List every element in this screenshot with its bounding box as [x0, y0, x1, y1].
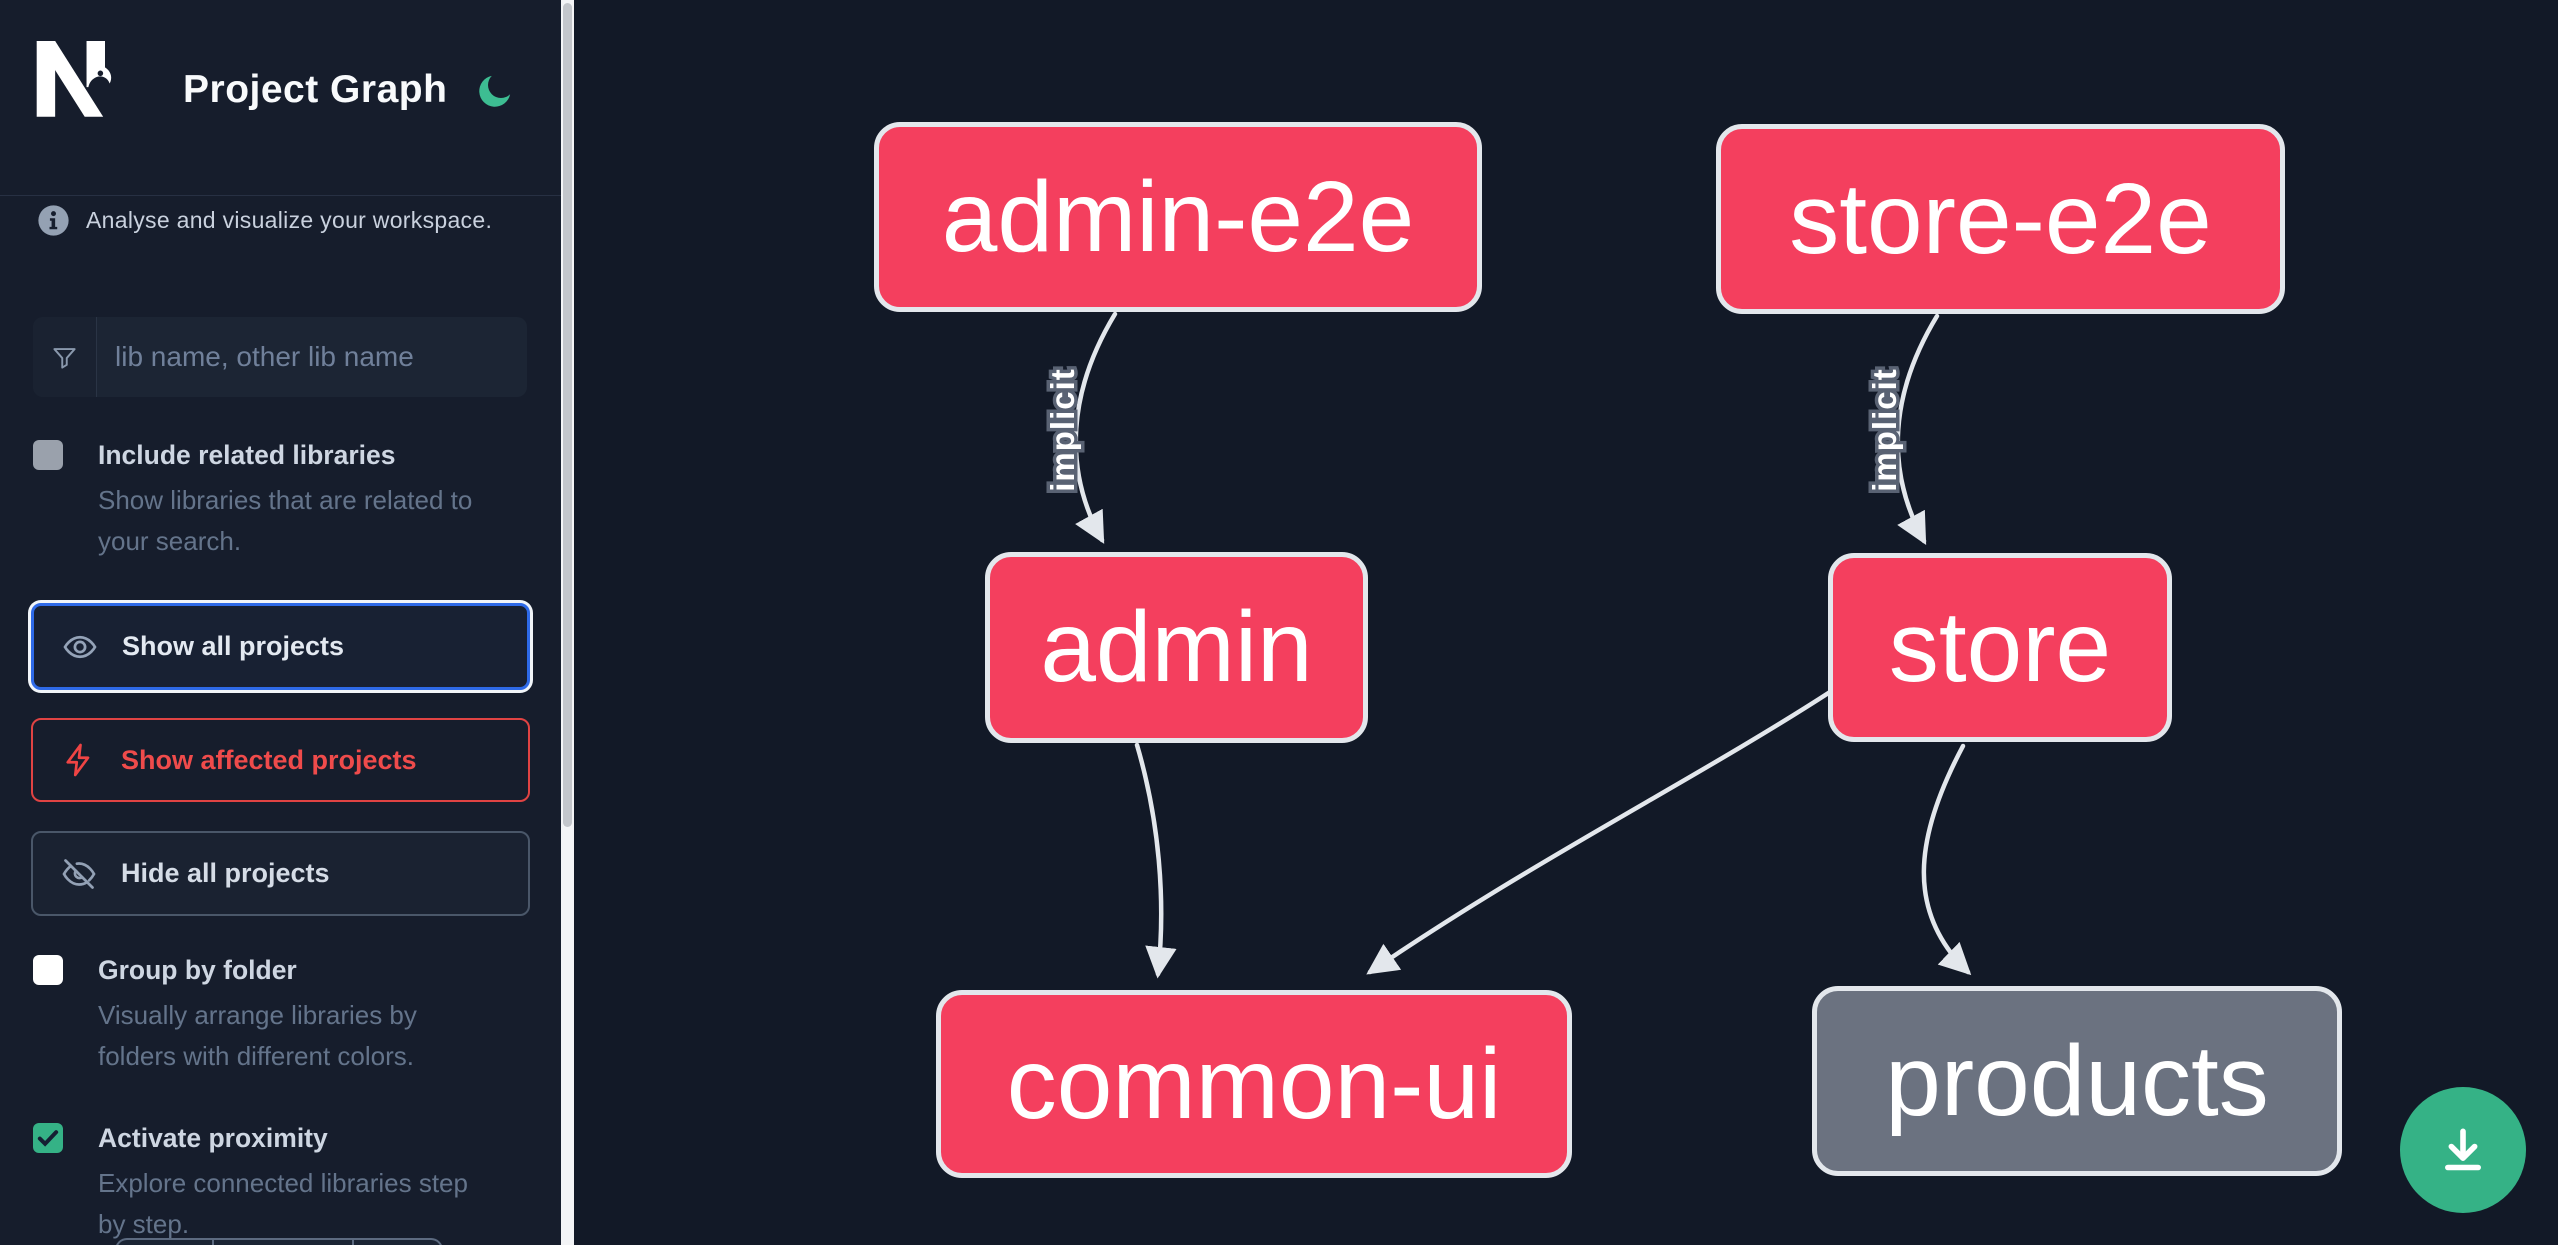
library-search [33, 317, 527, 397]
option-description: Visually arrange libraries by folders wi… [98, 1000, 417, 1071]
option-description: Show libraries that are related to your … [98, 485, 473, 556]
sidebar-header: Project Graph [0, 0, 561, 196]
project-graph-canvas[interactable]: implicit implicit admin-e2e store-e2e ad… [574, 0, 2558, 1245]
option-label[interactable]: Activate proximity [98, 1123, 328, 1153]
node-label: common-ui [1006, 1027, 1502, 1140]
filter-funnel-icon [33, 317, 97, 397]
node-label: admin [1040, 591, 1313, 703]
node-store[interactable]: store [1828, 553, 2172, 742]
graph-edges: implicit implicit [1041, 311, 1972, 979]
sidebar-scrollbar-thumb[interactable] [563, 3, 572, 827]
check-icon [37, 1130, 59, 1147]
node-label: store-e2e [1789, 162, 2212, 275]
nx-logo-icon [36, 41, 112, 117]
option-group-by-folder: Group by folder Visually arrange librari… [33, 953, 493, 1077]
include-related-checkbox[interactable] [33, 440, 63, 470]
button-label: Show affected projects [121, 744, 417, 775]
hide-all-projects-button[interactable]: Hide all projects [31, 831, 530, 916]
group-by-folder-checkbox[interactable] [33, 955, 63, 985]
node-store-e2e[interactable]: store-e2e [1716, 124, 2285, 314]
info-icon [38, 205, 69, 236]
page-title: Project Graph [183, 68, 448, 111]
sidebar: Project Graph Analyse and visualize your… [0, 0, 561, 1245]
stepper-divider [352, 1240, 354, 1245]
node-products[interactable]: products [1812, 986, 2342, 1176]
option-label[interactable]: Include related libraries [98, 440, 396, 470]
node-label: store [1888, 591, 2112, 703]
option-description: Explore connected libraries step by step… [98, 1168, 468, 1239]
search-input[interactable] [97, 319, 527, 395]
button-label: Hide all projects [121, 858, 330, 888]
eye-icon [63, 635, 97, 658]
edge-admin-to-common-ui [1134, 742, 1177, 979]
edge-store-e2e-to-store [1895, 313, 1940, 545]
workspace-info-text: Analyse and visualize your workspace. [86, 207, 493, 233]
node-admin-e2e[interactable]: admin-e2e [874, 122, 1482, 312]
node-label: admin-e2e [941, 160, 1415, 273]
button-label: Show all projects [122, 631, 345, 661]
activate-proximity-checkbox[interactable] [33, 1123, 63, 1153]
option-label[interactable]: Group by folder [98, 955, 297, 985]
edge-admin-e2e-to-admin [1073, 311, 1118, 544]
option-activate-proximity: Activate proximity Explore connected lib… [33, 1121, 493, 1245]
edge-store-to-common-ui [1366, 689, 1833, 975]
show-affected-projects-button[interactable]: Show affected projects [31, 718, 530, 802]
node-label: products [1885, 1024, 2269, 1137]
option-include-related-libraries: Include related libraries Show libraries… [33, 438, 493, 562]
edge-store-to-products [1921, 743, 1972, 976]
stepper-divider [212, 1240, 214, 1245]
theme-toggle-moon-icon[interactable] [472, 70, 516, 114]
download-image-button[interactable] [2400, 1087, 2526, 1213]
proximity-stepper[interactable] [115, 1238, 443, 1245]
eye-off-icon [62, 858, 96, 889]
sidebar-scrollbar-track[interactable] [561, 0, 574, 1245]
edge-label-implicit: implicit [1044, 368, 1081, 492]
show-all-projects-button[interactable]: Show all projects [31, 603, 530, 690]
download-icon [2445, 1128, 2481, 1171]
workspace-info-bar: Analyse and visualize your workspace. [37, 204, 492, 237]
node-common-ui[interactable]: common-ui [936, 990, 1572, 1178]
node-admin[interactable]: admin [985, 552, 1368, 743]
edge-label-implicit: implicit [1866, 368, 1903, 492]
lightning-icon [66, 743, 90, 777]
